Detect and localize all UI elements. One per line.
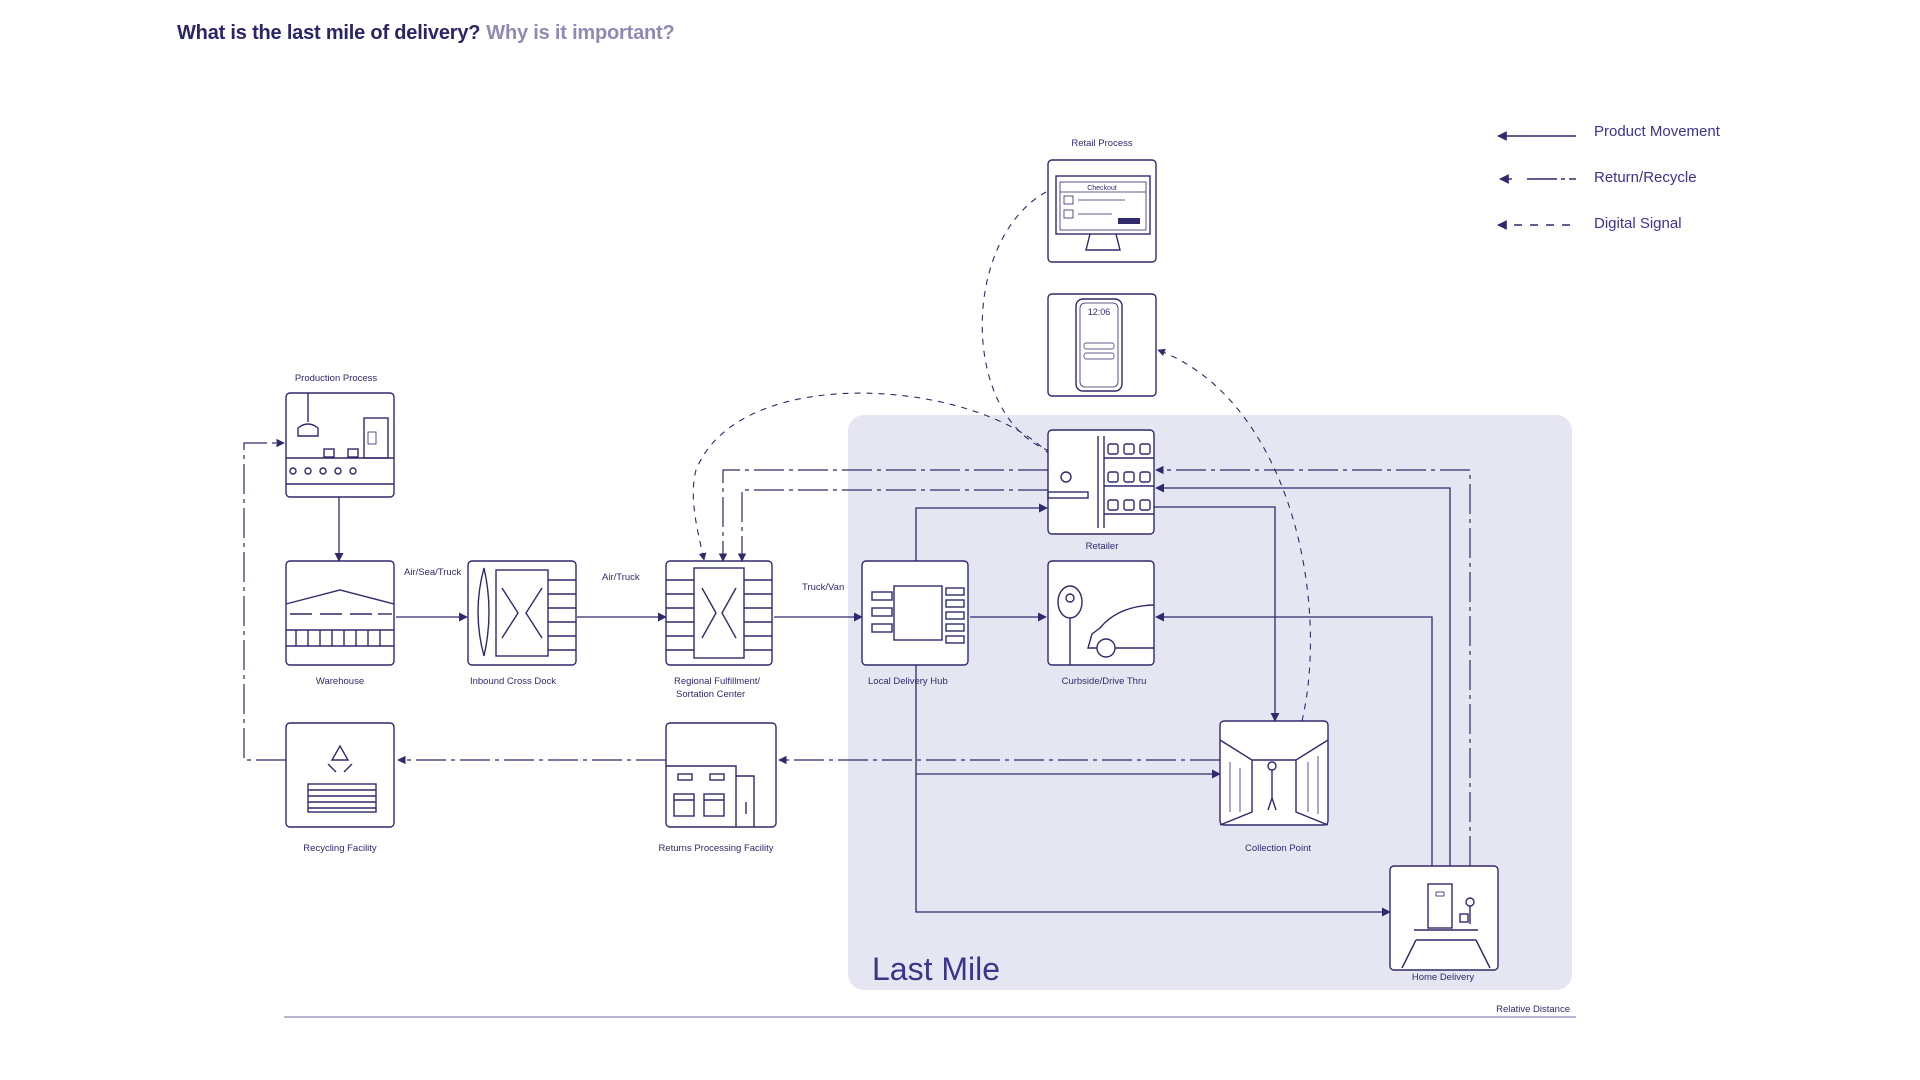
edge-retailer-regional-return-2 bbox=[737, 489, 1048, 562]
collection-point-node bbox=[1219, 720, 1329, 826]
digital-signals bbox=[692, 191, 1311, 722]
title-subtitle: Why is it important? bbox=[486, 22, 675, 44]
label-home-delivery: Home Delivery bbox=[1412, 972, 1475, 983]
label-local-delivery-hub: Local Delivery Hub bbox=[868, 676, 948, 687]
legend-product-movement: Product Movement bbox=[1594, 123, 1721, 140]
label-phone-time: 12:06 bbox=[1088, 307, 1111, 317]
legend bbox=[1497, 131, 1576, 230]
edge-label-air-sea-truck: Air/Sea/Truck bbox=[404, 567, 461, 578]
signal-retailer-regional bbox=[692, 392, 1051, 561]
edge-label-truck-van: Truck/Van bbox=[802, 582, 844, 593]
last-mile-label: Last Mile bbox=[872, 951, 1000, 987]
edge-retailer-collection bbox=[1154, 506, 1280, 722]
regional-fulfillment-node bbox=[665, 560, 773, 666]
legend-digital-signal: Digital Signal bbox=[1594, 215, 1682, 232]
return-lines bbox=[243, 438, 1471, 866]
nodes bbox=[285, 159, 1499, 971]
label-retailer: Retailer bbox=[1086, 541, 1119, 552]
label-regional-line1: Regional Fulfillment/ bbox=[674, 676, 760, 687]
page-title: What is the last mile of delivery?Why is… bbox=[177, 22, 675, 45]
edge-home-curbside bbox=[1155, 612, 1433, 866]
signal-collection-phone bbox=[1157, 348, 1311, 722]
inbound-cross-dock-node bbox=[467, 560, 577, 666]
label-warehouse: Warehouse bbox=[316, 676, 364, 687]
title-main: What is the last mile of delivery? bbox=[177, 22, 481, 44]
curbside-node bbox=[1047, 560, 1155, 666]
edge-home-retailer bbox=[1155, 483, 1451, 866]
home-delivery-node bbox=[1389, 865, 1499, 971]
edge-localhub-retailer bbox=[915, 503, 1048, 561]
local-delivery-hub-node bbox=[861, 560, 969, 666]
legend-return-recycle: Return/Recycle bbox=[1594, 169, 1697, 186]
label-collection-point: Collection Point bbox=[1245, 843, 1311, 854]
returns-processing-node bbox=[665, 722, 777, 828]
label-curbside: Curbside/Drive Thru bbox=[1062, 676, 1147, 687]
recycling-facility-node bbox=[285, 722, 395, 828]
label-inbound-cross-dock: Inbound Cross Dock bbox=[470, 676, 556, 687]
signal-retail-retailer bbox=[981, 191, 1053, 453]
last-mile-region bbox=[848, 415, 1572, 990]
edge-recycling-production bbox=[243, 438, 286, 761]
edge-label-air-truck: Air/Truck bbox=[602, 572, 640, 583]
production-node bbox=[285, 392, 395, 498]
label-returns-processing: Returns Processing Facility bbox=[658, 843, 773, 854]
warehouse-node bbox=[285, 560, 395, 666]
retail-process-node bbox=[1047, 159, 1157, 263]
label-checkout: Checkout bbox=[1087, 185, 1117, 192]
phone-node bbox=[1047, 293, 1157, 397]
label-regional-line2: Sortation Center bbox=[676, 689, 745, 700]
edge-retailer-regional-return bbox=[718, 469, 1048, 562]
retailer-node bbox=[1047, 429, 1155, 535]
label-recycling-facility: Recycling Facility bbox=[303, 843, 377, 854]
edge-home-retailer-return bbox=[1155, 465, 1471, 866]
label-production-process: Production Process bbox=[295, 373, 378, 384]
connections bbox=[334, 483, 1451, 917]
edge-localhub-home bbox=[915, 774, 1391, 917]
label-retail-process: Retail Process bbox=[1071, 138, 1132, 149]
label-relative-distance: Relative Distance bbox=[1496, 1004, 1570, 1015]
